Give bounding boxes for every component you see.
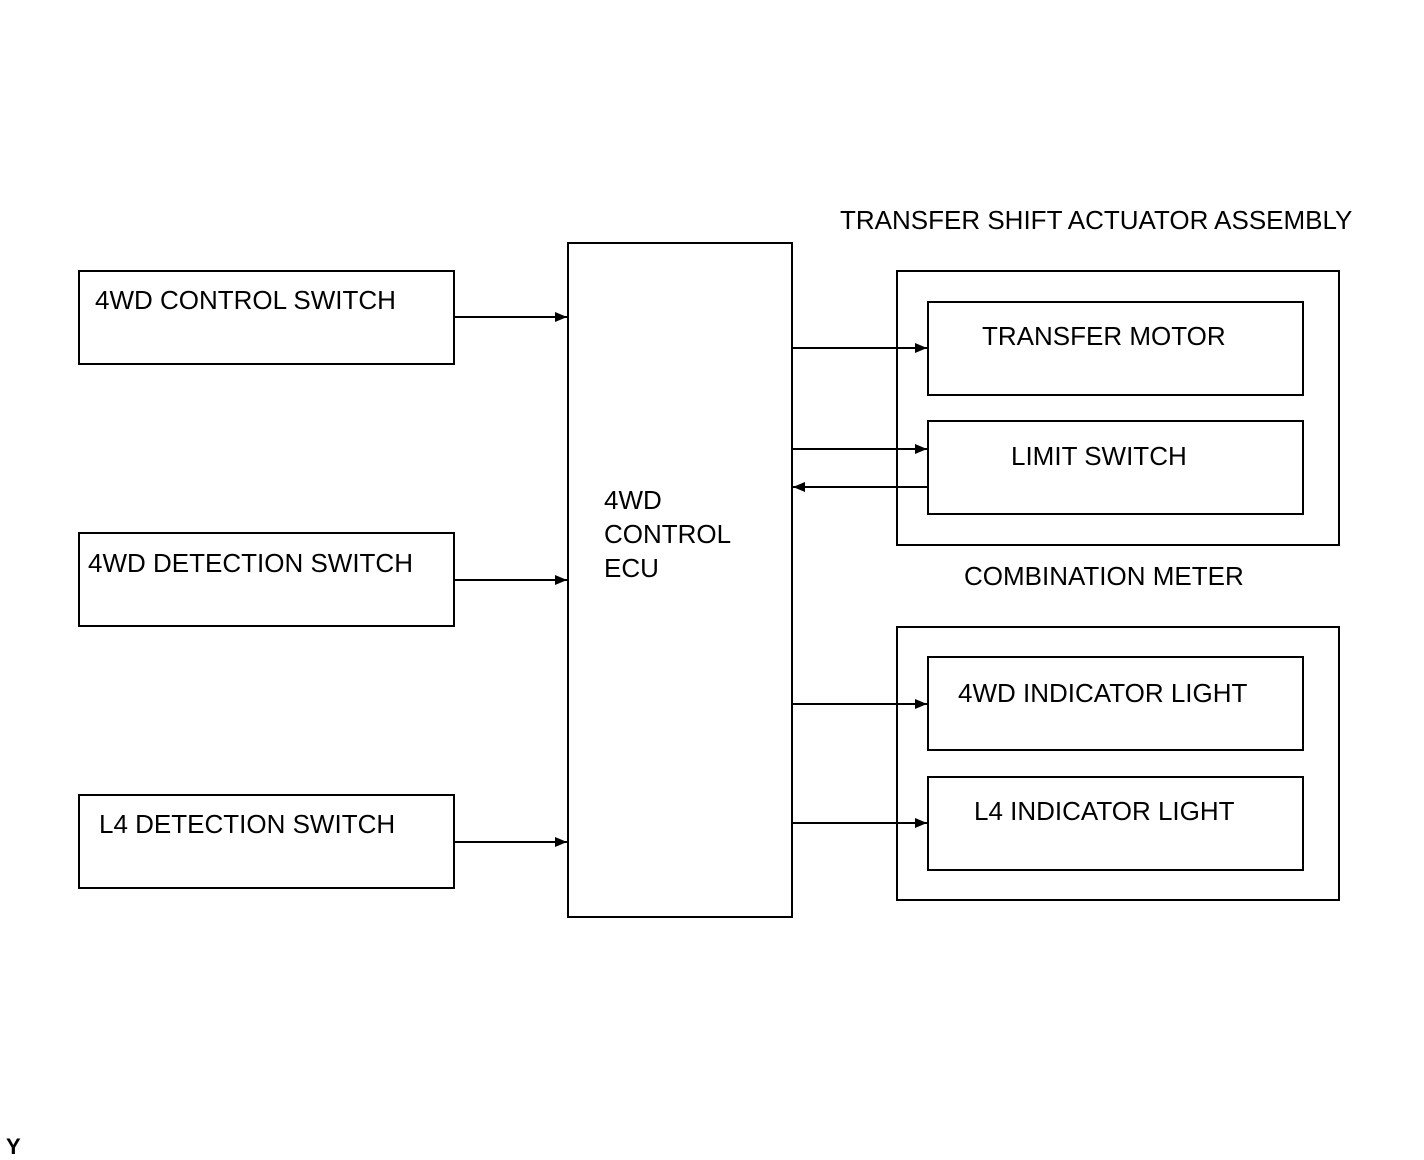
4wd-control-ecu-box	[567, 242, 793, 918]
4wd-control-ecu-label: 4WD CONTROL ECU	[604, 483, 731, 585]
l4-indicator-light-box	[927, 776, 1304, 871]
4wd-control-switch-box	[78, 270, 455, 365]
4wd-indicator-light-box	[927, 656, 1304, 751]
combination-meter-title: COMBINATION METER	[964, 561, 1244, 591]
ecu-label-line-3: ECU	[604, 553, 659, 583]
l4-detection-switch-box	[78, 794, 455, 889]
limit-switch-label: LIMIT SWITCH	[1011, 441, 1187, 471]
corner-mark: Y	[6, 1134, 21, 1159]
ecu-label-line-1: 4WD	[604, 485, 662, 515]
transfer-motor-label: TRANSFER MOTOR	[982, 321, 1226, 351]
l4-indicator-light-label: L4 INDICATOR LIGHT	[974, 796, 1235, 826]
l4-detection-switch-label: L4 DETECTION SWITCH	[99, 809, 396, 839]
4wd-detection-switch-box	[78, 532, 455, 627]
4wd-control-switch-label: 4WD CONTROL SWITCH	[95, 285, 396, 315]
limit-switch-box	[927, 420, 1304, 515]
transfer-motor-box	[927, 301, 1304, 396]
4wd-indicator-light-label: 4WD INDICATOR LIGHT	[958, 678, 1248, 708]
ecu-label-line-2: CONTROL	[604, 519, 732, 549]
actuator-assembly-title: TRANSFER SHIFT ACTUATOR ASSEMBLY	[840, 205, 1353, 235]
4wd-detection-switch-label: 4WD DETECTION SWITCH	[88, 548, 413, 578]
